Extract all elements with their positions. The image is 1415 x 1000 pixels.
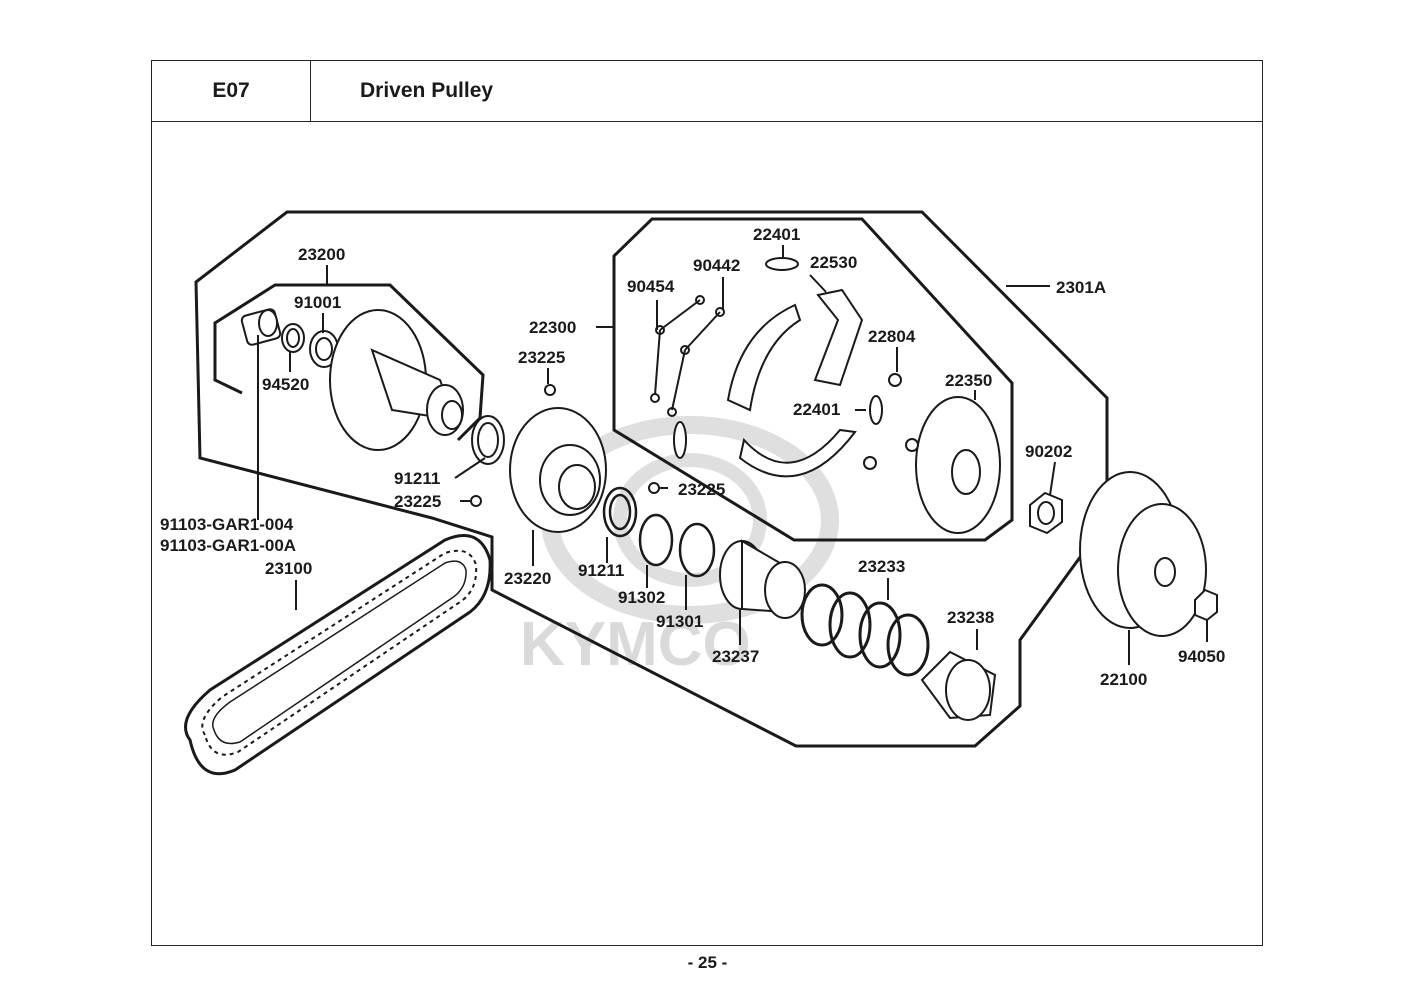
label-23200: 23200 bbox=[298, 245, 345, 264]
label-90442: 90442 bbox=[693, 256, 740, 275]
outline-2301A bbox=[194, 210, 1109, 748]
label-2301a: 2301A bbox=[1056, 278, 1106, 297]
label-94050: 94050 bbox=[1178, 647, 1225, 666]
label-23237: 23237 bbox=[712, 647, 759, 666]
label-23220: 23220 bbox=[504, 569, 551, 588]
label-22100: 22100 bbox=[1100, 670, 1147, 689]
label-91211-b: 91211 bbox=[578, 561, 624, 580]
fixed-driven-face-23200 bbox=[240, 308, 464, 451]
label-22350: 22350 bbox=[945, 371, 992, 390]
watermark-text: KYMCO bbox=[520, 610, 751, 679]
label-23225-b: 23225 bbox=[518, 348, 565, 367]
label-23238: 23238 bbox=[947, 608, 994, 627]
drive-plate-22350 bbox=[863, 373, 1001, 534]
link-plates bbox=[650, 295, 725, 417]
clutch-outer-22100 bbox=[1079, 471, 1207, 637]
page-number: - 25 - bbox=[687, 953, 728, 972]
label-94520: 94520 bbox=[262, 375, 309, 394]
nut-90202 bbox=[1029, 491, 1063, 535]
seals-and-o-rings bbox=[602, 486, 716, 578]
drive-belt-23100 bbox=[184, 534, 492, 776]
label-23225-c: 23225 bbox=[678, 480, 725, 499]
label-91103-gar1-004: 91103-GAR1-004 bbox=[160, 515, 294, 534]
section-code: E07 bbox=[152, 61, 311, 121]
outline-23200 bbox=[213, 283, 485, 442]
label-90202: 90202 bbox=[1025, 442, 1072, 461]
leader-lines bbox=[257, 245, 1208, 665]
section-title: Driven Pulley bbox=[360, 79, 494, 102]
label-91001: 91001 bbox=[294, 293, 341, 312]
header-divider bbox=[152, 121, 1262, 122]
label-22401-a: 22401 bbox=[753, 225, 800, 244]
spring-seat-23238 bbox=[920, 650, 997, 721]
clutch-shoes-22530 bbox=[673, 257, 883, 478]
guide-collar-23237 bbox=[719, 539, 806, 619]
label-90454: 90454 bbox=[627, 277, 675, 296]
diagram-frame: E07 Driven Pulley bbox=[151, 60, 1263, 946]
label-23225-a: 23225 bbox=[394, 492, 441, 511]
label-23233: 23233 bbox=[858, 557, 905, 576]
label-22401-b: 22401 bbox=[793, 400, 840, 419]
label-22530: 22530 bbox=[810, 253, 857, 272]
label-91302: 91302 bbox=[618, 588, 665, 607]
label-22300: 22300 bbox=[529, 318, 576, 337]
outline-22300 bbox=[612, 217, 1014, 542]
label-91211-a: 91211 bbox=[394, 469, 440, 488]
label-22804: 22804 bbox=[868, 327, 916, 346]
label-91103-gar1-00a: 91103-GAR1-00A bbox=[160, 536, 296, 555]
label-91301: 91301 bbox=[656, 612, 703, 631]
oil-seal-91211-a bbox=[471, 415, 505, 465]
movable-driven-face-23220 bbox=[470, 384, 660, 533]
label-23100: 23100 bbox=[265, 559, 312, 578]
nut-94050 bbox=[1194, 588, 1218, 622]
driven-spring-23233 bbox=[800, 583, 930, 677]
